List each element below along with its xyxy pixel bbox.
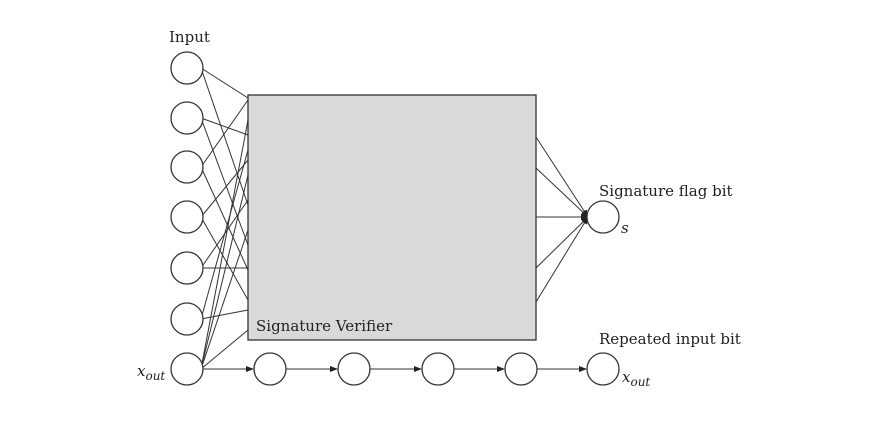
input-edge: [200, 229, 249, 370]
input-to-verifier-edges: [200, 67, 249, 370]
input-node: [170, 200, 204, 234]
input-edge: [200, 67, 249, 206]
repeated-output-node: [586, 352, 620, 386]
signature-verifier-box: [247, 94, 537, 341]
input-edge: [200, 329, 249, 370]
verifier-to-flag-edges: [535, 136, 589, 303]
x-out-left-sub: out: [145, 369, 165, 383]
verifier-label: Signature Verifier: [256, 317, 393, 335]
input-edge: [200, 119, 249, 370]
chain-node: [337, 352, 371, 386]
input-edge: [200, 309, 249, 320]
output-arrow: [535, 216, 589, 269]
input-node: [170, 352, 204, 386]
input-edge: [200, 216, 249, 301]
x-out-right-base: x: [622, 368, 631, 386]
chain-node: [253, 352, 287, 386]
chain-node: [504, 352, 538, 386]
x-out-left-base: x: [137, 362, 146, 380]
input-node: [170, 251, 204, 285]
input-label: Input: [169, 28, 210, 46]
output-arrow: [535, 136, 589, 218]
output-arrow: [535, 167, 589, 218]
input-nodes: [170, 51, 204, 386]
input-edge: [200, 174, 249, 370]
flag-variable: s: [621, 219, 629, 237]
input-edge: [200, 159, 249, 218]
flag-label: Signature flag bit: [599, 182, 733, 200]
x-out-right-label: xout: [622, 368, 650, 389]
chain-node: [421, 352, 455, 386]
input-edge: [200, 67, 249, 99]
repeated-label: Repeated input bit: [599, 330, 741, 348]
input-edge: [200, 149, 249, 320]
input-edge: [200, 117, 249, 136]
input-edge: [200, 99, 249, 168]
input-edge: [200, 117, 249, 246]
output-arrow: [535, 216, 589, 303]
x-out-right-sub: out: [630, 375, 650, 389]
input-node: [170, 51, 204, 85]
input-node: [170, 150, 204, 184]
input-node: [170, 302, 204, 336]
flag-output-node: [586, 200, 620, 234]
x-out-left-label: xout: [137, 362, 165, 383]
input-node: [170, 101, 204, 135]
repeat-chain-nodes: [253, 352, 538, 386]
